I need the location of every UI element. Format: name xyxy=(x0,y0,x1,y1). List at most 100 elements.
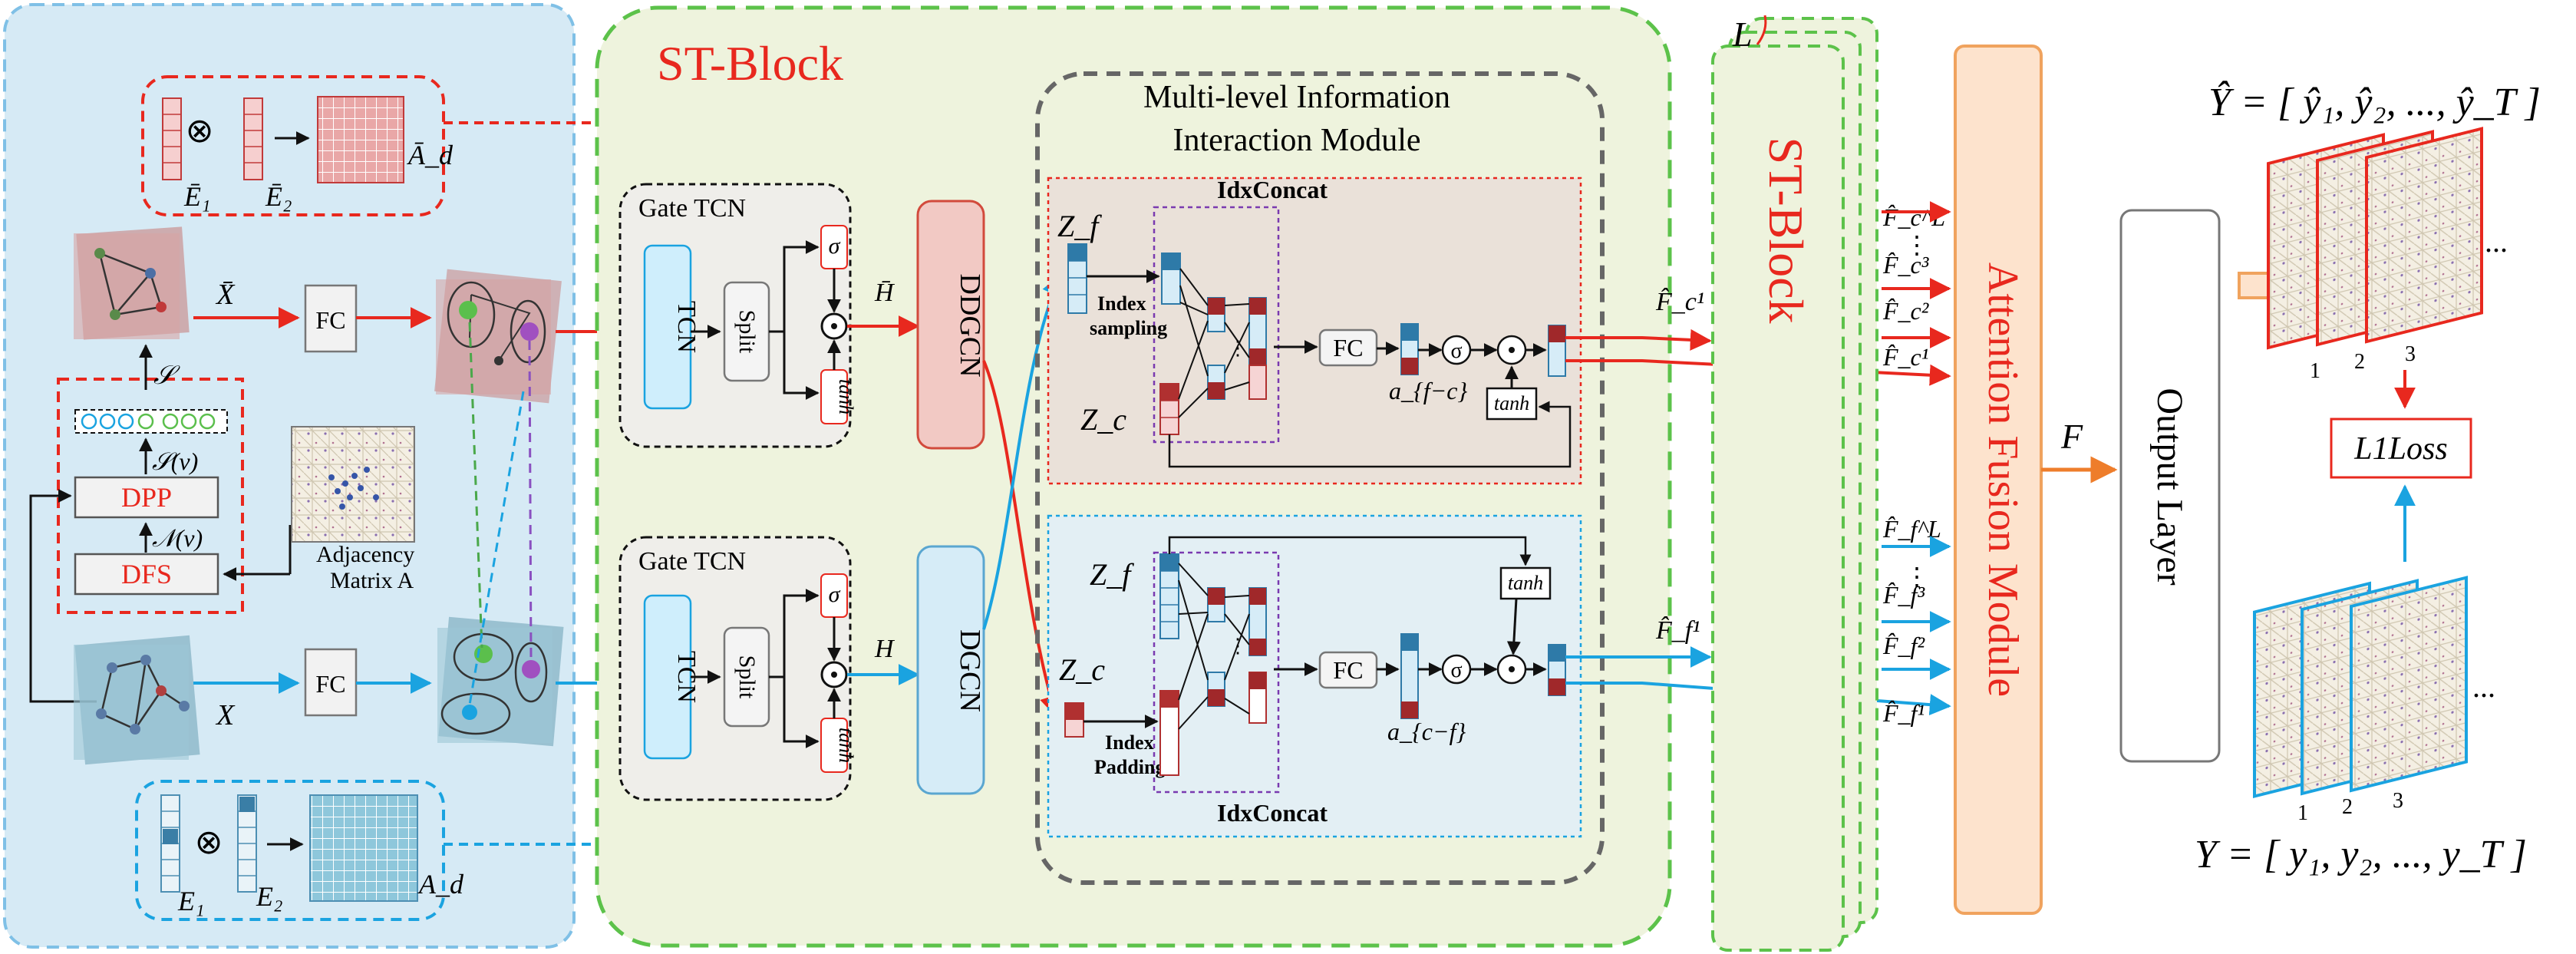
tanh-upper-box xyxy=(1486,387,1538,421)
tcn-top-label: TCN xyxy=(672,301,701,353)
mul-lower-dot xyxy=(1509,666,1515,672)
gate-tcn-bottom-title: Gate TCN xyxy=(638,547,746,576)
zc-bottom-vector xyxy=(1064,702,1084,738)
tanh-top-label: tanh xyxy=(835,379,857,414)
tcn-top-box xyxy=(643,244,692,410)
l1loss-box xyxy=(2330,418,2472,479)
tanh-lower-label: tanh xyxy=(1508,572,1543,594)
mul-bottom-dot xyxy=(831,672,837,678)
gate-tcn-top-title: Gate TCN xyxy=(638,194,746,223)
fc-label-2: F̂_c² xyxy=(1882,297,1930,325)
idx-top-edges xyxy=(1178,268,1250,418)
pred-frame-3: 3 xyxy=(2405,342,2416,366)
zf-top-vector xyxy=(1067,243,1087,314)
mim-title-1: Multi-level Information xyxy=(1143,80,1450,115)
nv-label: 𝒩(v) xyxy=(152,524,203,552)
tanh-bottom-label: tanh xyxy=(835,728,857,763)
fc-top-label: FC xyxy=(315,306,345,334)
fc-bottom-box xyxy=(304,648,358,717)
fc-label-1: F̂_c¹ xyxy=(1882,343,1928,371)
ad-bar-matrix xyxy=(317,96,404,183)
st-stack-label: ST-Block xyxy=(1759,137,1813,324)
ff-dots: ⋮ xyxy=(1905,563,1929,590)
idx-bottom-edges xyxy=(1178,563,1250,730)
e2-bar-label: Ē₂ xyxy=(265,181,292,212)
fc-lower-label: FC xyxy=(1333,656,1363,684)
idxconcat-top-label: IdxConcat xyxy=(1217,176,1328,203)
h-label: H xyxy=(874,635,895,663)
ad-matrix xyxy=(309,794,418,902)
acf-label: a_{c−f} xyxy=(1387,718,1466,745)
adjacency-map-image xyxy=(291,426,415,543)
attention-fusion-box xyxy=(1954,45,2043,915)
f-label: F xyxy=(2060,417,2083,456)
ff-label-2: F̂_f² xyxy=(1882,632,1925,659)
idxconcat-top-box xyxy=(1153,206,1280,444)
zc-top-vector xyxy=(1159,383,1179,435)
idx-top-layer-1 xyxy=(1207,297,1225,400)
gt-frame-3: 3 xyxy=(2393,789,2403,813)
ff-label-L: F̂_f^L xyxy=(1882,515,1941,543)
split-to-tanh-top xyxy=(783,332,820,400)
tanh-upper-label: tanh xyxy=(1494,392,1529,414)
zc-top-label: Z_c xyxy=(1080,402,1126,437)
pred-ellipsis: ... xyxy=(2485,224,2508,259)
gt-frame-1: 1 xyxy=(2297,801,2308,825)
ddgcn-label: DDGCN xyxy=(954,273,986,377)
y-formula: Y = [ y₁, y₂, ..., y_T ] xyxy=(2195,833,2527,876)
acf-vector xyxy=(1400,633,1419,719)
x-to-dfs-line xyxy=(29,489,97,703)
mim-upper-box xyxy=(1047,177,1582,485)
idx-top-sampled-vector xyxy=(1161,253,1181,305)
split-to-sigma-bottom xyxy=(769,589,820,678)
idxconcat-bottom-box xyxy=(1153,551,1280,794)
y-hat-formula: Ŷ = [ ŷ₁, ŷ₂, ..., ŷ_T ] xyxy=(2208,80,2541,124)
tanh-to-mul-lower xyxy=(1506,598,1521,655)
input-panel xyxy=(3,3,576,949)
afc-label: a_{f−c} xyxy=(1389,377,1467,404)
mul-top-dot xyxy=(831,323,837,329)
fc-label-3: F̂_c³ xyxy=(1882,251,1929,279)
e1-bar-vector xyxy=(162,97,182,180)
idx-top-layer-2 xyxy=(1248,297,1267,400)
sampling-box xyxy=(57,378,244,614)
sampled-subgraph-image xyxy=(74,226,190,340)
ddgcn-to-zc-arrow xyxy=(982,360,1061,718)
sigma-top-label: σ xyxy=(829,233,841,259)
gt-ellipsis: ... xyxy=(2472,669,2495,704)
idx-bottom-dots: ⋮ xyxy=(1228,635,1248,657)
attention-fusion-label: Attention Fusion Module xyxy=(1979,262,2027,697)
mim-panel xyxy=(1035,71,1605,885)
link-green-dashed xyxy=(468,322,483,649)
idx-bottom-layer-2 xyxy=(1248,587,1267,724)
idxconcat-bottom-label: IdxConcat xyxy=(1217,799,1328,827)
dynamic-embedding-box xyxy=(135,780,445,921)
mul-upper-dot xyxy=(1509,347,1515,353)
dfs-label: DFS xyxy=(121,559,172,589)
sigma-upper-label: σ xyxy=(1450,339,1462,363)
e2-vector xyxy=(237,794,257,893)
fc-label-L: F̂_c^L xyxy=(1882,203,1945,231)
input-graph-image xyxy=(74,635,200,765)
upper-output-vector xyxy=(1548,325,1566,377)
x-bar-label: X̄ xyxy=(215,279,236,311)
ad-bar-label: Ā_d xyxy=(407,140,454,170)
e2-label: E₂ xyxy=(256,881,283,912)
sigma-lower-label: σ xyxy=(1450,659,1462,682)
sv-label: 𝒮(v) xyxy=(152,447,198,475)
idx-top-dots: ⋮ xyxy=(1228,337,1248,359)
split-to-sigma-top xyxy=(769,240,820,333)
coarse-graph-image xyxy=(434,269,562,404)
dpp-box xyxy=(74,476,219,519)
zc-to-tanh-upper xyxy=(1168,401,1572,468)
st-block-title: ST-Block xyxy=(657,36,843,91)
tanh-lower-box xyxy=(1499,566,1552,600)
l1loss-label: L1Loss xyxy=(2353,431,2447,467)
upper-out-arrow xyxy=(1565,328,1712,351)
pred-frame-1: 1 xyxy=(2310,359,2320,383)
fc-bottom-label: FC xyxy=(315,670,345,698)
split-bottom-label: Split xyxy=(734,655,760,699)
pred-frame-2: 2 xyxy=(2354,350,2365,374)
adjacency-label-2: Matrix A xyxy=(330,568,414,593)
